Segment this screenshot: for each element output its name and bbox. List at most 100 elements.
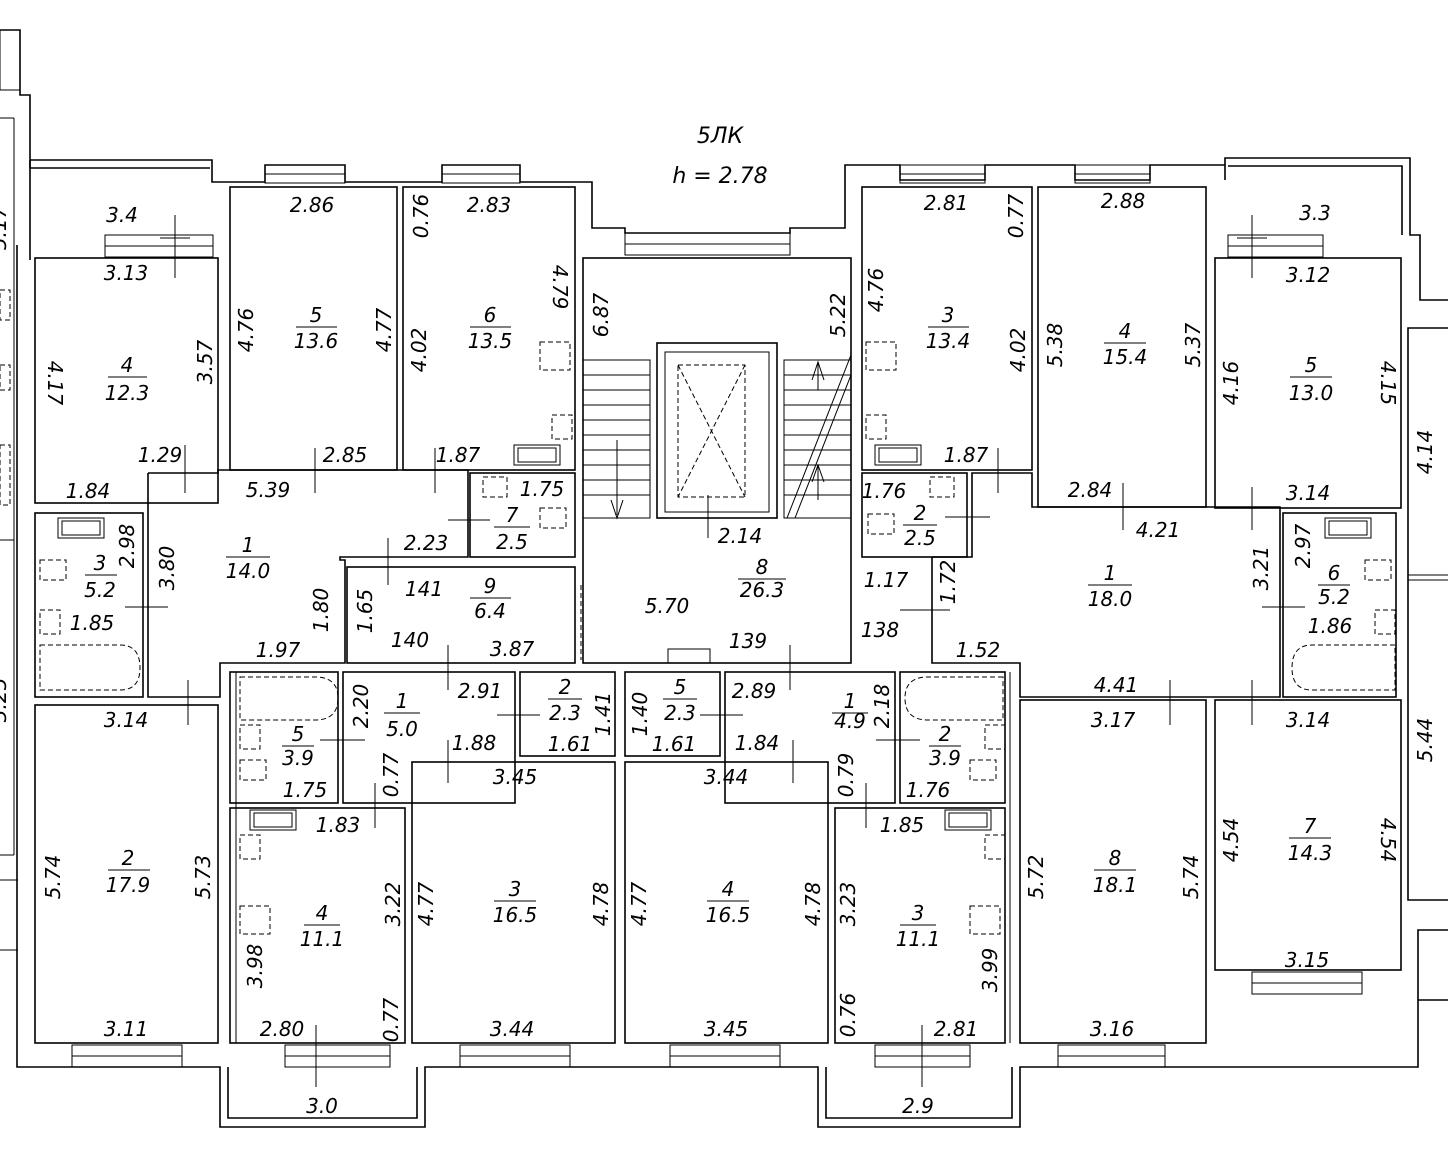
dimension-value: 5.37 (1181, 322, 1205, 367)
dimension-value: 18.1 (1093, 873, 1138, 897)
dimension-value: 141 (405, 577, 443, 601)
room-label: 613.5 (468, 303, 513, 353)
dimension-value: 3.4 (106, 203, 138, 227)
room-label: 65.2 (1318, 561, 1350, 609)
dimension-value: 1.97 (256, 638, 301, 662)
dimension-value: 3.0 (306, 1094, 338, 1118)
ceiling-height: h = 2.78 (672, 164, 767, 189)
dimension-value: 3.14 (1286, 481, 1331, 505)
dimension-value: 1 (844, 689, 857, 713)
dimension-value: 14.0 (226, 559, 271, 583)
dimension-value: 5.72 (1024, 855, 1048, 900)
dimension-value: 1.85 (880, 813, 925, 837)
dimension-value: 4.21 (1136, 518, 1181, 542)
room-label: 52.3 (663, 675, 697, 725)
dimension-value: 11.1 (896, 927, 941, 951)
dimension-value: 3 (912, 901, 925, 925)
dimension-value: 2.84 (1068, 478, 1113, 502)
room-label: 412.3 (105, 353, 150, 405)
dimension-value: 1.80 (309, 588, 333, 633)
dimension-value: 4.78 (589, 882, 613, 927)
dimension-value: 4.78 (801, 882, 825, 927)
dimension-labels: 3.4 3.13 4.17 3.57 1.29 1.84 2.86 4.76 4… (0, 189, 1437, 1118)
room-label: 22.3 (548, 675, 582, 725)
dimension-value: 2.88 (1101, 189, 1146, 213)
dimension-value: 1.86 (1308, 614, 1353, 638)
dimension-value: 0.77 (1004, 193, 1028, 238)
dimension-value: 1.72 (936, 560, 960, 605)
dimension-value: 5.70 (645, 594, 690, 618)
fixtures (39, 341, 1396, 935)
dimension-value: 3.9 (929, 746, 961, 770)
dimension-value: 5.17 (0, 205, 11, 250)
dimension-value: 5.0 (386, 717, 418, 741)
dimension-value: 5.44 (1413, 718, 1437, 763)
dimension-value: 5.74 (41, 855, 65, 900)
dimension-value: 6 (484, 303, 497, 327)
dimension-value: 1 (242, 533, 255, 557)
dimension-value: 3.23 (836, 882, 860, 927)
dimension-value: 7 (506, 503, 519, 527)
dimension-value: 5.2 (84, 578, 116, 602)
interior-walls (34, 186, 1402, 1044)
dimension-value: 2.20 (349, 684, 373, 729)
dimension-value: 3.57 (193, 339, 217, 384)
dimension-value: 3.45 (493, 765, 538, 789)
room-label: 311.1 (896, 901, 941, 951)
dimension-value: 2.3 (664, 701, 696, 725)
dimension-value: 5 (310, 303, 323, 327)
dimension-value: 3.16 (1090, 1017, 1135, 1041)
room-label: 114.0 (226, 533, 271, 583)
room-label: 416.5 (706, 877, 751, 927)
dimension-value: 8 (756, 555, 769, 579)
room-label: 96.4 (470, 574, 511, 623)
dimension-value: 1.87 (944, 443, 989, 467)
dimension-value: 1.76 (862, 479, 907, 503)
dimension-value: 9 (484, 574, 497, 598)
dimension-value: 6 (1328, 561, 1341, 585)
dimension-value: 3.44 (490, 1017, 535, 1041)
room-label: 72.5 (494, 503, 530, 554)
dimension-ticks (125, 215, 1305, 1087)
dimension-value: 2.3 (549, 701, 581, 725)
dimension-value: 18.0 (1088, 587, 1133, 611)
dimension-value: 1.76 (906, 778, 951, 802)
dimension-value: 2.86 (290, 193, 335, 217)
room-label: 818.1 (1093, 846, 1138, 897)
dimension-value: 1.88 (452, 731, 497, 755)
dimension-value: 3 (94, 551, 107, 575)
dimension-value: 4.77 (372, 307, 396, 352)
dimension-value: 1.75 (283, 778, 328, 802)
dimension-value: 26.3 (740, 578, 785, 602)
dimension-value: 1.85 (70, 611, 115, 635)
section-label: 5ЛК (697, 124, 745, 149)
room-label: 14.9 (832, 689, 868, 733)
dimension-value: 1.40 (628, 692, 652, 737)
dimension-value: 0.77 (379, 752, 403, 797)
dimension-value: 3.22 (381, 882, 405, 927)
dimension-value: 2 (914, 501, 927, 525)
dimension-value: 1.75 (520, 477, 565, 501)
dimension-value: 3.11 (104, 1017, 149, 1041)
dimension-value: 16.5 (706, 903, 751, 927)
dimension-value: 139 (729, 629, 767, 653)
dimension-value: 1.83 (316, 813, 361, 837)
dimension-value: 3.44 (704, 765, 749, 789)
dimension-value: 1.41 (591, 692, 615, 737)
dimension-value: 2 (122, 846, 135, 870)
dimension-value: 2.23 (404, 531, 449, 555)
dimension-value: 5 (292, 722, 305, 746)
room-label: 313.4 (926, 303, 971, 353)
dimension-value: 1.61 (548, 732, 593, 756)
dimension-value: 5.74 (1179, 855, 1203, 900)
dimension-value: 7 (1304, 814, 1317, 838)
room-label: 22.5 (903, 501, 937, 550)
dimension-value: 4.54 (1376, 818, 1400, 863)
dimension-value: 4.15 (1376, 361, 1400, 406)
room-label: 118.0 (1088, 561, 1133, 611)
dimension-value: 15.4 (1103, 345, 1148, 369)
dimension-value: 16.5 (493, 903, 538, 927)
room-label: 53.9 (282, 722, 314, 770)
dimension-value: 4.14 (1413, 430, 1437, 475)
